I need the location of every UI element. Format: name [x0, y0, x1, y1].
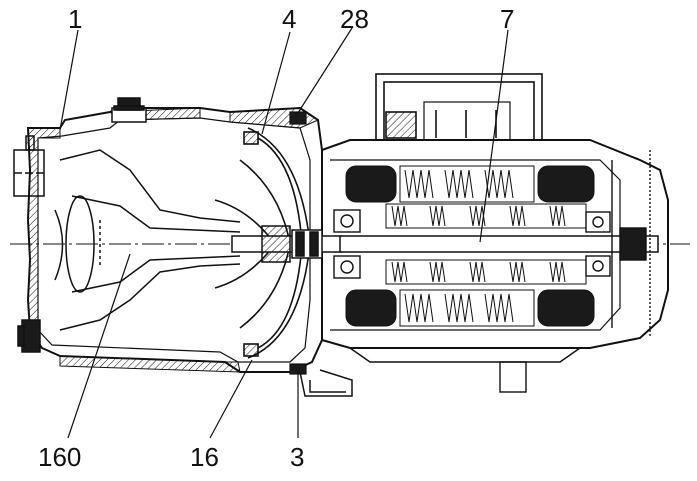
callout-4: 4 [282, 4, 297, 34]
pump-foot [299, 369, 353, 397]
motor-foot [349, 347, 581, 393]
leader-4 [261, 31, 291, 135]
venturi-diffuser [54, 149, 241, 331]
leader-160 [67, 253, 131, 439]
bearings [333, 209, 611, 279]
callout-28: 28 [340, 4, 369, 34]
leader-1 [59, 29, 79, 131]
top-plug [111, 97, 147, 123]
motor-shaft [339, 235, 659, 253]
callout-3: 3 [290, 442, 305, 472]
leader-lines [59, 27, 509, 439]
stator-windings [345, 165, 595, 327]
cooling-fan [611, 150, 651, 338]
callout-160: 160 [38, 442, 82, 472]
terminal-box [375, 73, 543, 141]
callout-1: 1 [68, 4, 83, 34]
rotor [385, 203, 587, 285]
leader-7 [479, 29, 509, 243]
shaft-hub [231, 225, 343, 263]
callout-7: 7 [500, 4, 515, 34]
leader-28 [295, 27, 353, 117]
inlet-port [13, 135, 45, 197]
leader-16 [209, 359, 253, 439]
callout-16: 16 [190, 442, 219, 472]
drain-plug [17, 319, 41, 353]
